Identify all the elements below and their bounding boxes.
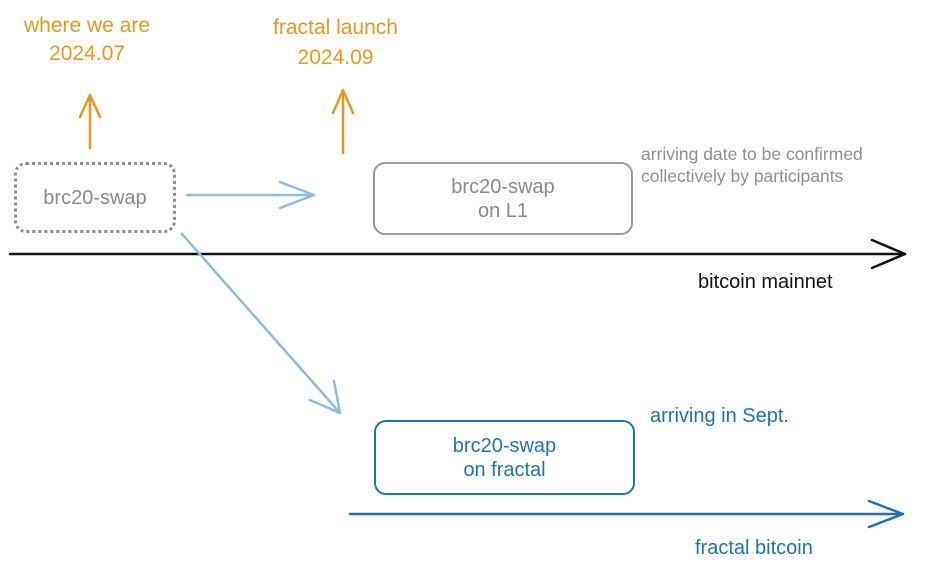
note-l1-line1: arriving date to be confirmed	[641, 144, 863, 164]
note-fractal: arriving in Sept.	[650, 405, 789, 427]
node-start: brc20-swap	[14, 162, 176, 233]
note-l1-line2: collectively by participants	[641, 165, 844, 186]
milestone-current-date: 2024.07	[49, 42, 125, 66]
milestone-launch-title: fractal launch	[273, 16, 398, 39]
node-fractal: brc20-swap on fractal	[374, 420, 635, 495]
node-fractal-line2: on fractal	[463, 458, 546, 481]
milestone-arrow-launch	[331, 88, 355, 155]
node-fractal-line1: brc20-swap	[452, 434, 557, 457]
milestone-launch-date: 2024.09	[297, 46, 374, 70]
connector-arrow-to-fractal	[180, 232, 342, 415]
timeline-fractal-label: fractal bitcoin	[695, 537, 813, 559]
timeline-fractal-line	[348, 499, 905, 529]
milestone-arrow-current	[78, 93, 102, 150]
milestone-launch: fractal launch 2024.09	[258, 15, 413, 72]
node-l1-line2: on L1	[477, 199, 529, 222]
timeline-mainnet-label: bitcoin mainnet	[698, 271, 833, 293]
milestone-current: where we are 2024.07	[12, 13, 162, 68]
note-l1: arriving date to be confirmed collective…	[641, 144, 863, 188]
node-l1-line1: brc20-swap	[451, 175, 555, 198]
connector-arrow-to-l1	[185, 180, 316, 210]
node-l1: brc20-swap on L1	[373, 162, 633, 235]
timeline-mainnet-line	[8, 238, 907, 270]
milestone-current-title: where we are	[23, 14, 151, 37]
node-start-label: brc20-swap	[43, 186, 147, 209]
